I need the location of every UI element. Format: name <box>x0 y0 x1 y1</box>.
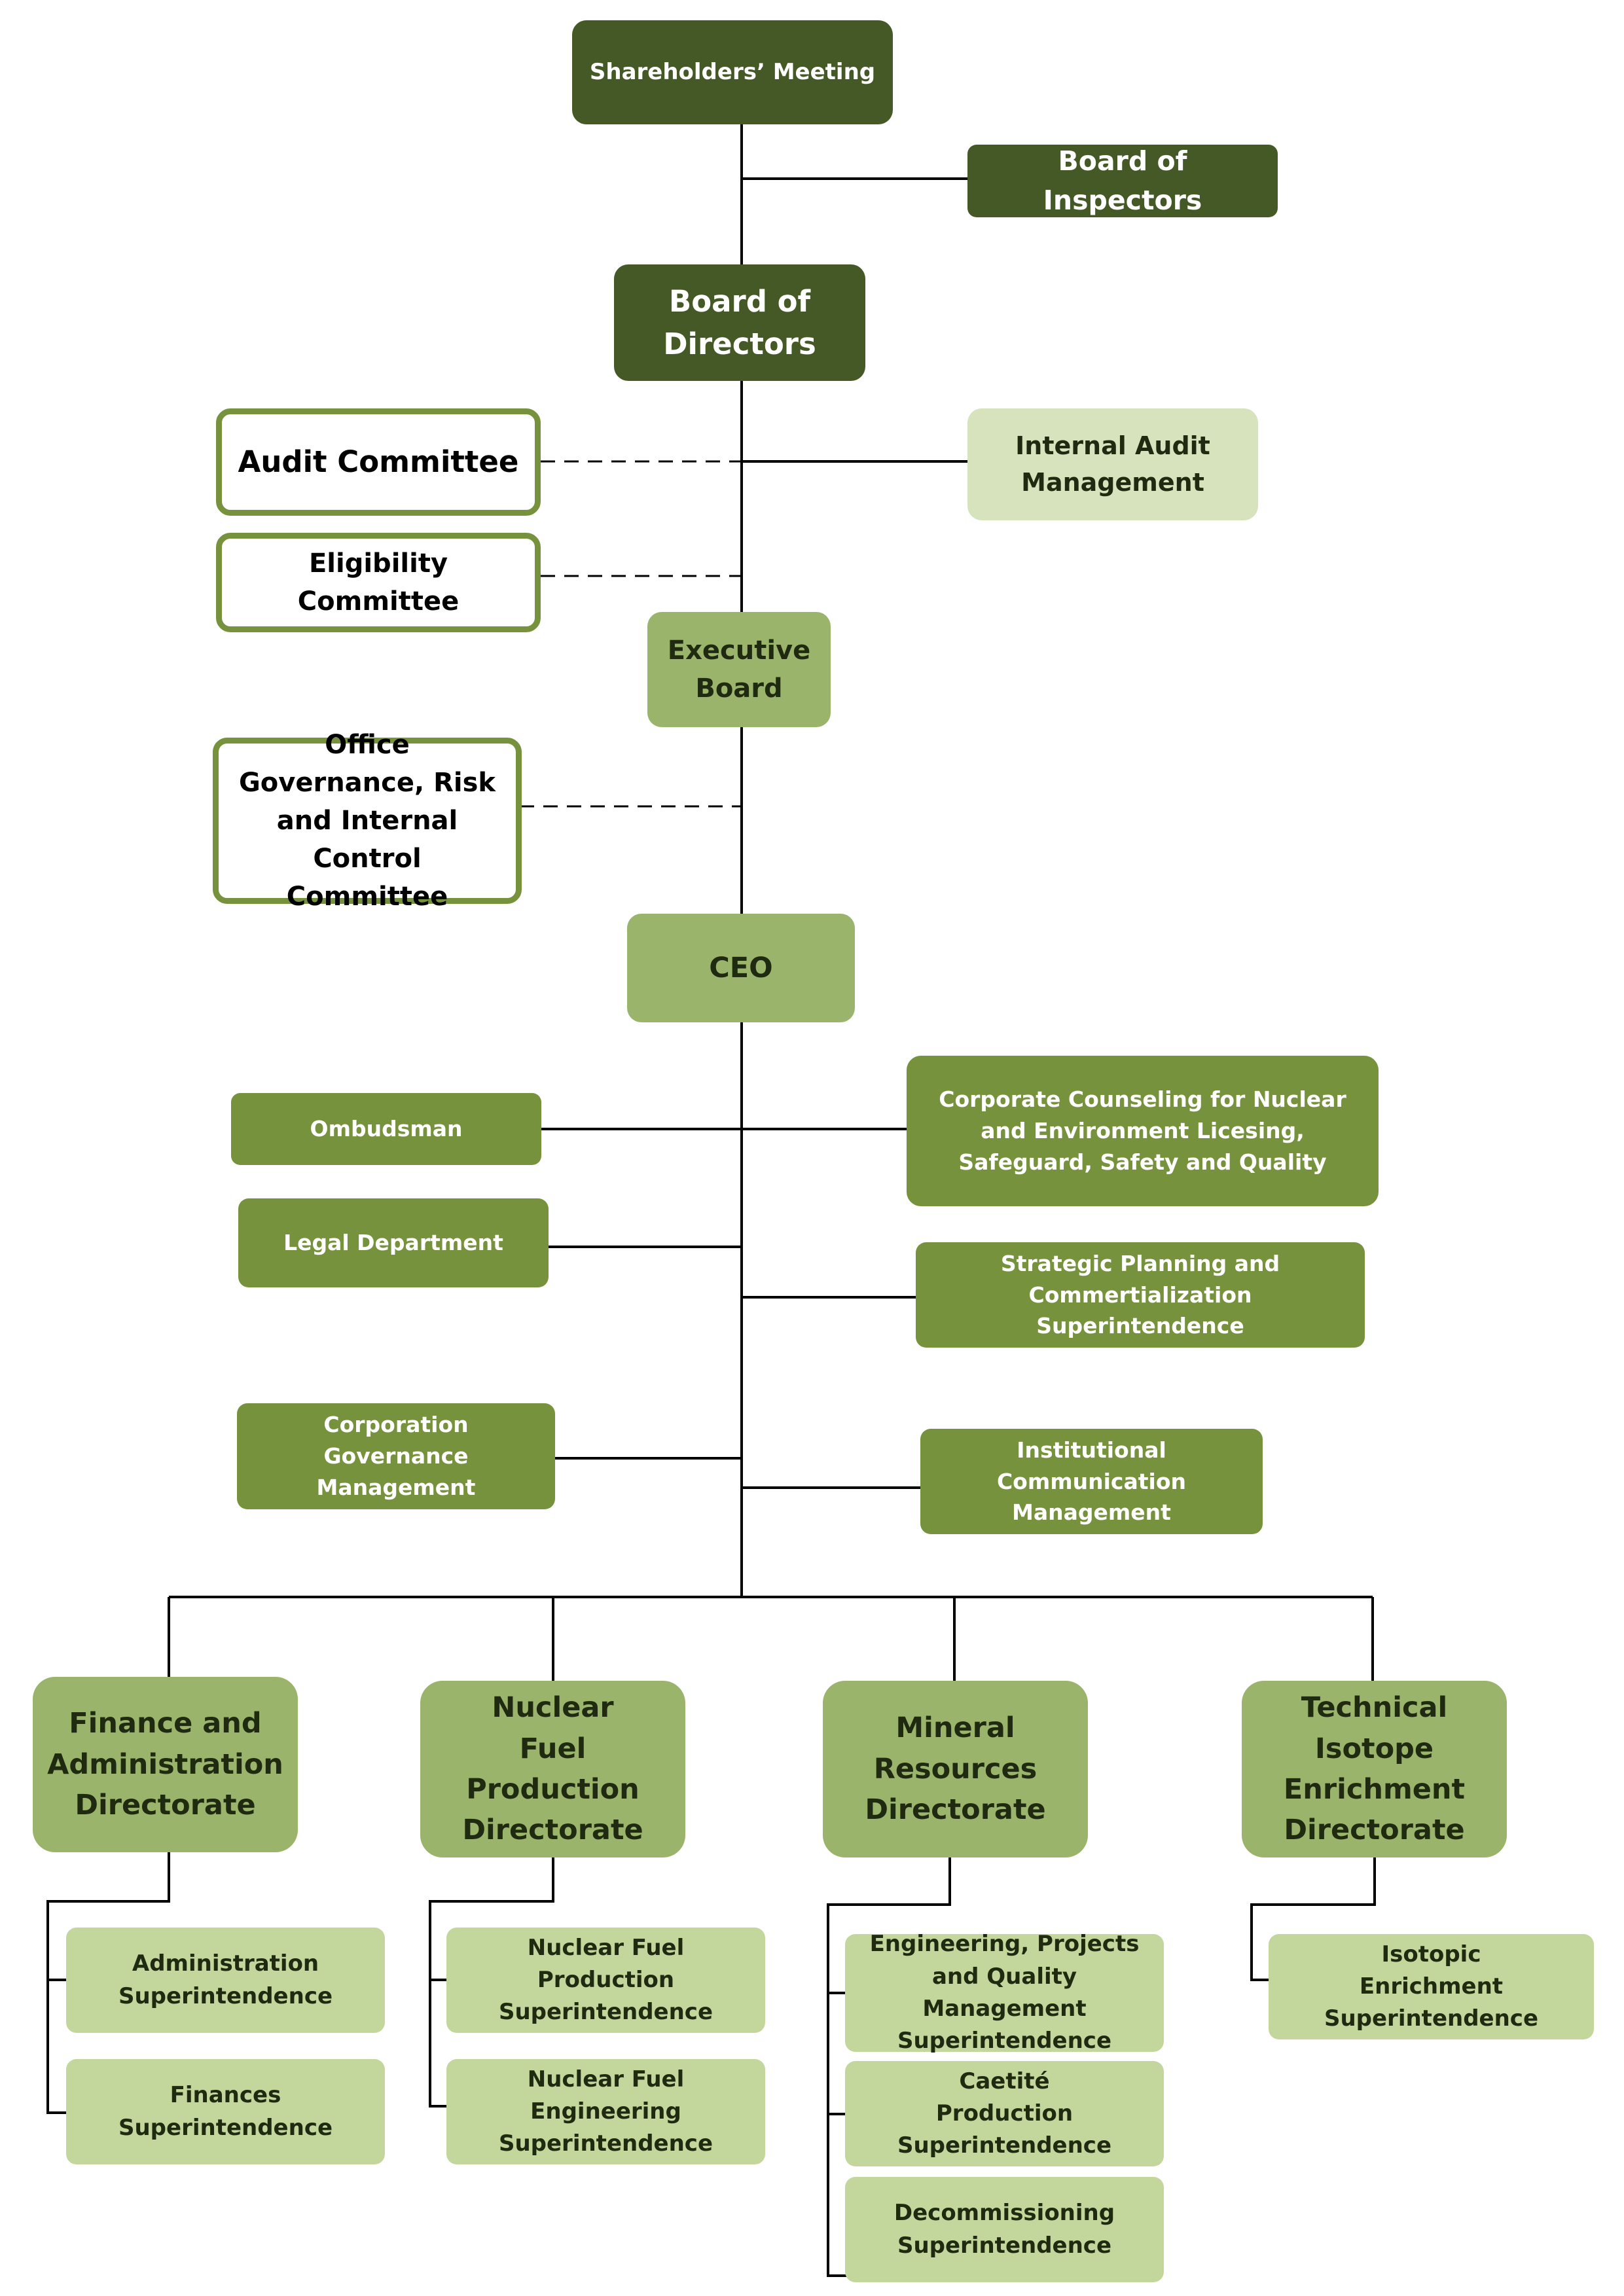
engineering-projects-superintendence-box: Engineering, Projects and Quality Manage… <box>845 1931 1164 2054</box>
strategic-planning-box: Strategic Planning and Commertialization… <box>916 1242 1365 1348</box>
institutional-communication-box: Institutional Communication Management <box>920 1429 1263 1534</box>
ceo-box: CEO <box>627 914 855 1022</box>
board-of-directors-box: Board of Directors <box>614 264 865 381</box>
shareholders-meeting-box: Shareholders’ Meeting <box>572 20 893 124</box>
corporation-governance-box: Corporation Governance Management <box>237 1403 555 1509</box>
isotope-enrichment-directorate-box: Technical Isotope Enrichment Directorate <box>1242 1681 1507 1857</box>
internal-audit-management-box: Internal Audit Management <box>967 408 1258 520</box>
caetite-production-superintendence-box: Caetité Production Superintendence <box>845 2061 1164 2166</box>
legal-department-box: Legal Department <box>238 1198 549 1287</box>
mineral-resources-directorate-box: Mineral Resources Directorate <box>823 1681 1088 1857</box>
eligibility-committee-box: Eligibility Committee <box>216 533 541 632</box>
fuel-engineering-superintendence-box: Nuclear Fuel Engineering Superintendence <box>446 2059 765 2164</box>
isotopic-enrichment-superintendence-box: Isotopic Enrichment Superintendence <box>1269 1934 1594 2039</box>
finance-directorate-box: Finance and Administration Directorate <box>33 1677 298 1852</box>
executive-board-box: Executive Board <box>647 612 831 727</box>
board-of-inspectors-box: Board of Inspectors <box>967 145 1278 217</box>
ombudsman-box: Ombudsman <box>231 1093 541 1165</box>
decommissioning-superintendence-box: Decommissioning Superintendence <box>845 2177 1164 2282</box>
fuel-production-superintendence-box: Nuclear Fuel Production Superintendence <box>446 1928 765 2033</box>
corporate-counseling-box: Corporate Counseling for Nuclear and Env… <box>907 1056 1379 1206</box>
governance-risk-committee-box: Office Governance, Risk and Internal Con… <box>213 730 522 912</box>
nuclear-fuel-directorate-box: Nuclear Fuel Production Directorate <box>420 1681 685 1857</box>
finances-superintendence-box: Finances Superintendence <box>66 2059 385 2164</box>
audit-committee-box: Audit Committee <box>216 408 541 516</box>
administration-superintendence-box: Administration Superintendence <box>66 1928 385 2033</box>
